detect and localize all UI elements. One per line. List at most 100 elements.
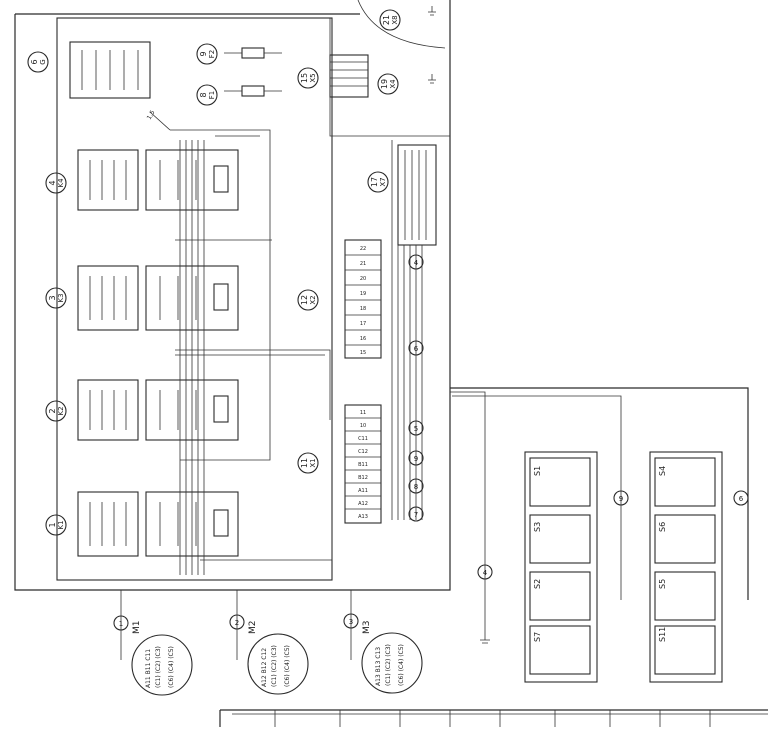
motor-m3-terms-bot: (C6) (C4) (C5): [398, 644, 405, 686]
svg-text:X8: X8: [391, 15, 399, 24]
motor-m2-terms-bot: (C6) (C4) (C5): [284, 645, 291, 687]
title-block: [219, 709, 768, 727]
x2-term-1: 22: [360, 246, 366, 252]
terminal-strip-x2: [344, 239, 382, 359]
wire-num-b: 6: [414, 345, 419, 353]
ground-icon: [428, 6, 490, 644]
badge-x5: 15 X5: [297, 67, 319, 89]
svg-text:K2: K2: [57, 406, 65, 415]
svg-text:12: 12: [300, 295, 309, 305]
badge-breaker-g: 6 G: [27, 51, 49, 73]
badge-x8: 21 X8: [379, 9, 401, 31]
svg-text:F2: F2: [208, 50, 216, 58]
x2-term-7: 16: [360, 336, 366, 342]
x2-term-6: 17: [360, 321, 366, 327]
x1-term-2: 10: [360, 423, 366, 429]
svg-text:1: 1: [48, 522, 57, 527]
relay-badge-k2: 2 K2: [45, 400, 67, 422]
motor-m1-label: M1: [132, 621, 142, 635]
relay-k2: [77, 379, 239, 441]
x1-term-7: A11: [358, 488, 368, 494]
svg-text:11: 11: [300, 458, 309, 468]
svg-text:K4: K4: [57, 178, 65, 188]
switch-label-right-2: S6: [658, 522, 667, 532]
x1-term-1: 11: [360, 410, 366, 416]
wire-num-a: 4: [414, 259, 419, 267]
x1-term-9: A13: [358, 514, 368, 520]
svg-text:6: 6: [30, 59, 39, 64]
relay-k4: [77, 149, 239, 211]
svg-text:K3: K3: [57, 293, 65, 302]
motor-m2-terms-top: A12 B12 C12: [261, 648, 268, 687]
relay-k1: [77, 491, 239, 557]
wire-markers: [113, 254, 749, 631]
svg-text:17: 17: [370, 177, 379, 187]
svg-text:4: 4: [48, 180, 57, 185]
x2-term-5: 18: [360, 306, 366, 312]
breaker-g: [69, 41, 151, 99]
wire-num-g: 4: [483, 569, 488, 577]
motor-m3: [361, 632, 423, 694]
switch-panel-left: [524, 451, 598, 683]
switch-label-right-1: S4: [658, 466, 667, 476]
x1-term-3: C11: [358, 436, 368, 442]
switch-label-right-3: S5: [658, 579, 667, 589]
motor-m2: [247, 633, 309, 695]
svg-text:X4: X4: [389, 79, 397, 89]
svg-text:21: 21: [382, 15, 391, 25]
wire-num-i: 6: [739, 495, 744, 503]
fuses: [224, 47, 282, 97]
x2-term-8: 15: [360, 350, 366, 356]
terminal-strip-x7: [397, 144, 437, 246]
svg-text:15: 15: [300, 73, 309, 83]
svg-text:19: 19: [380, 79, 389, 89]
badge-x7: 17 X7: [367, 171, 389, 193]
wire-num-d: 9: [414, 455, 418, 463]
switch-panel-right: [649, 451, 723, 683]
motor-m1-terms-mid: (C1) (C2) (C3): [155, 646, 162, 688]
svg-text:G: G: [39, 59, 47, 64]
badge-x1: 11 X1: [297, 452, 319, 474]
wire-num-l: 3: [349, 618, 353, 626]
x2-term-4: 19: [360, 291, 366, 297]
svg-text:X5: X5: [309, 73, 317, 82]
svg-text:2: 2: [48, 408, 57, 413]
svg-text:F1: F1: [208, 91, 216, 99]
svg-text:9: 9: [199, 51, 208, 56]
x1-term-6: B12: [358, 475, 368, 481]
svg-text:3: 3: [48, 295, 57, 300]
badge-x4: 19 X4: [377, 73, 399, 95]
relay-badge-k4: 4 K4: [45, 172, 67, 194]
field-cables: [120, 391, 622, 660]
wire-num-j: 1: [119, 620, 123, 628]
wire-bundles: [149, 18, 450, 575]
motor-m2-label: M2: [248, 621, 258, 635]
motor-m2-terms-mid: (C1) (C2) (C3): [271, 645, 278, 687]
terminal-block-x5: [329, 54, 369, 98]
switch-label-left-1: S1: [533, 466, 542, 476]
badge-fuse-f1: 8 F1: [196, 84, 218, 106]
wire-num-f: 7: [414, 511, 418, 519]
motor-m3-terms-mid: (C1) (C2) (C3): [385, 644, 392, 686]
wire-num-c: 5: [414, 425, 418, 433]
switch-label-left-3: S2: [533, 579, 542, 589]
terminal-strip-x1: [344, 404, 382, 524]
badge-fuse-f2: 9 F2: [196, 43, 218, 65]
svg-text:X2: X2: [309, 295, 317, 304]
switch-label-left-2: S3: [533, 522, 542, 532]
svg-text:X7: X7: [379, 177, 387, 186]
switch-label-left-4: S7: [533, 632, 542, 642]
svg-text:K1: K1: [57, 520, 65, 529]
relay-badge-k3: 3 K3: [45, 287, 67, 309]
x1-term-4: C12: [358, 449, 368, 455]
x1-term-8: A12: [358, 501, 368, 507]
x2-term-3: 20: [360, 276, 366, 282]
wire-tag: 1,5: [146, 109, 157, 121]
wire-num-k: 2: [235, 619, 239, 627]
vertical-bus: [200, 140, 423, 561]
motor-m3-label: M3: [362, 621, 372, 635]
x2-term-2: 21: [360, 261, 366, 267]
cabinet-frame: [14, 0, 749, 600]
